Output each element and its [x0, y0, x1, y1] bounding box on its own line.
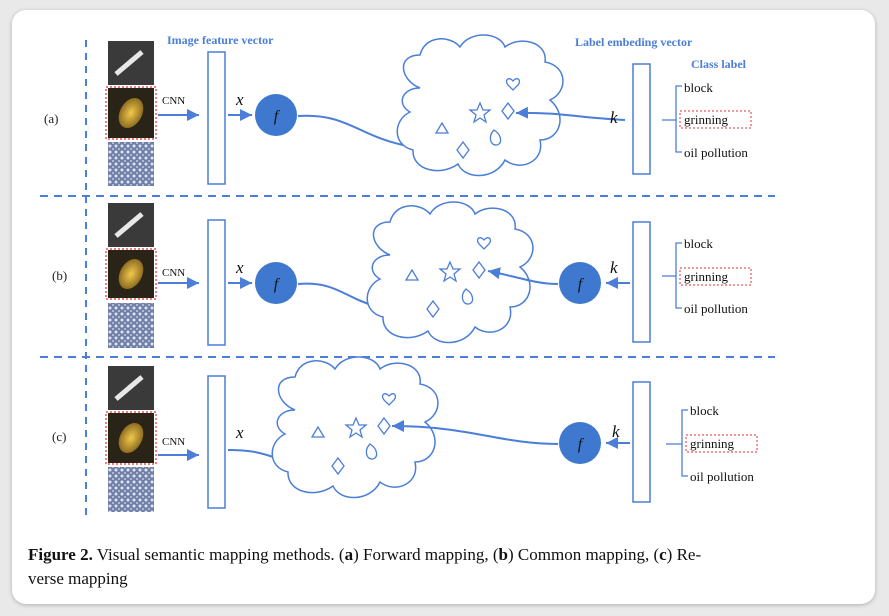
row-c-label-vector: [632, 381, 651, 503]
row-a: (a) CNN x f k block grinning oil polluti: [44, 34, 752, 186]
row-c-image-vector: [207, 375, 226, 509]
row-b-label-oil-pollution: oil pollution: [684, 301, 748, 316]
caption-text-4: ) Re-: [666, 545, 702, 564]
row-c-x-label: x: [235, 423, 244, 442]
figure-caption: Figure 2. Visual semantic mapping method…: [28, 543, 858, 591]
row-b-id: (b): [52, 268, 67, 283]
caption-text-2: ) Forward mapping, (: [353, 545, 499, 564]
label-embedding-vector-title: Label embeding vector: [575, 35, 693, 49]
caption-a: a: [344, 545, 354, 564]
row-a-image-vector: [207, 51, 226, 185]
row-a-label-grinning: grinning: [684, 112, 729, 127]
row-a-f-node: [255, 94, 297, 136]
row-c-label-oil-pollution: oil pollution: [690, 469, 754, 484]
row-c-f-node: [559, 422, 601, 464]
row-c-cnn-label: CNN: [162, 436, 185, 448]
row-b-x-label: x: [235, 258, 244, 277]
caption-text-1: Visual semantic mapping methods. (: [92, 545, 345, 564]
row-c-k-label: k: [612, 422, 620, 441]
class-label-title: Class label: [691, 57, 747, 71]
row-c-label-grinning: grinning: [690, 436, 735, 451]
row-b-cnn-label: CNN: [162, 267, 185, 279]
row-a-f-label: f: [274, 108, 281, 125]
row-b-image-vector: [207, 219, 226, 346]
row-c-id: (c): [52, 429, 66, 444]
row-b-f-label-right: f: [578, 276, 585, 293]
caption-c: c: [659, 545, 667, 564]
caption-figure-label: Figure 2.: [28, 545, 93, 564]
row-b-f-node: [255, 262, 297, 304]
row-a-cnn-label: CNN: [162, 95, 185, 107]
row-b-f-node-right: [559, 262, 601, 304]
row-b-label-grinning: grinning: [684, 269, 729, 284]
row-c-f-label: f: [578, 436, 585, 453]
row-a-x-label: x: [235, 90, 244, 109]
row-a-k-label: k: [610, 108, 618, 127]
row-a-label-vector: [632, 63, 651, 175]
caption-line-2: verse mapping: [28, 569, 128, 588]
row-b-semantic-cloud: [366, 201, 534, 344]
caption-b: b: [498, 545, 508, 564]
row-a-label-block: block: [684, 80, 713, 95]
caption-text-3: ) Common mapping, (: [508, 545, 660, 564]
row-b: (b) CNN x f f k block grinning: [52, 201, 752, 348]
row-b-label-vector: [632, 221, 651, 343]
row-c: (c) CNN x f k block grinning oil polluti: [52, 356, 758, 512]
row-a-label-oil-pollution: oil pollution: [684, 145, 748, 160]
row-b-image-strip: [105, 203, 157, 348]
row-a-semantic-cloud: [396, 34, 564, 177]
row-b-f-label: f: [274, 276, 281, 293]
row-a-id: (a): [44, 111, 58, 126]
row-c-label-block: block: [690, 403, 719, 418]
row-c-semantic-cloud: [271, 356, 439, 499]
row-a-image-strip: [105, 41, 157, 186]
row-c-image-strip: [105, 366, 157, 512]
row-b-label-block: block: [684, 236, 713, 251]
image-feature-vector-title: Image feature vector: [167, 33, 274, 47]
row-b-k-label: k: [610, 258, 618, 277]
